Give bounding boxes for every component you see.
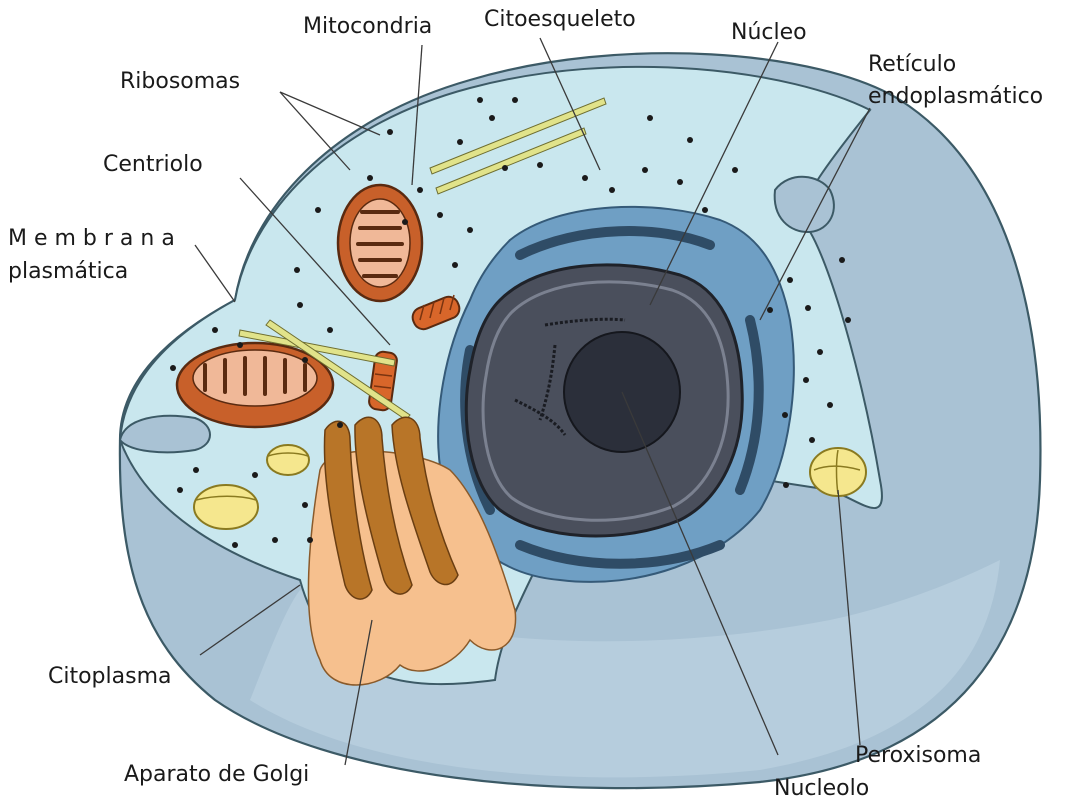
label-reticulo-2: endoplasmático: [868, 84, 1043, 109]
label-centriolo: Centriolo: [103, 152, 203, 177]
label-citoplasma: Citoplasma: [48, 664, 172, 689]
vesicle-small: [267, 445, 309, 475]
peroxisome: [810, 448, 866, 496]
label-golgi: Aparato de Golgi: [124, 762, 309, 787]
vesicle-large: [194, 485, 258, 529]
label-ribosomas: Ribosomas: [120, 69, 240, 94]
mitochondrion-upper: [338, 185, 422, 301]
label-reticulo-1: Retículo: [868, 52, 956, 77]
label-membrana-1: M e m b r a n a: [8, 226, 175, 251]
label-membrana-2: plasmática: [8, 259, 128, 284]
label-citoesqueleto: Citoesqueleto: [484, 7, 636, 32]
label-nucleo: Núcleo: [731, 20, 807, 45]
label-peroxisoma: Peroxisoma: [855, 743, 981, 768]
label-nucleolo: Nucleolo: [774, 776, 869, 801]
mitochondrion-lower: [177, 343, 333, 427]
label-mitocondria: Mitocondria: [303, 14, 432, 39]
